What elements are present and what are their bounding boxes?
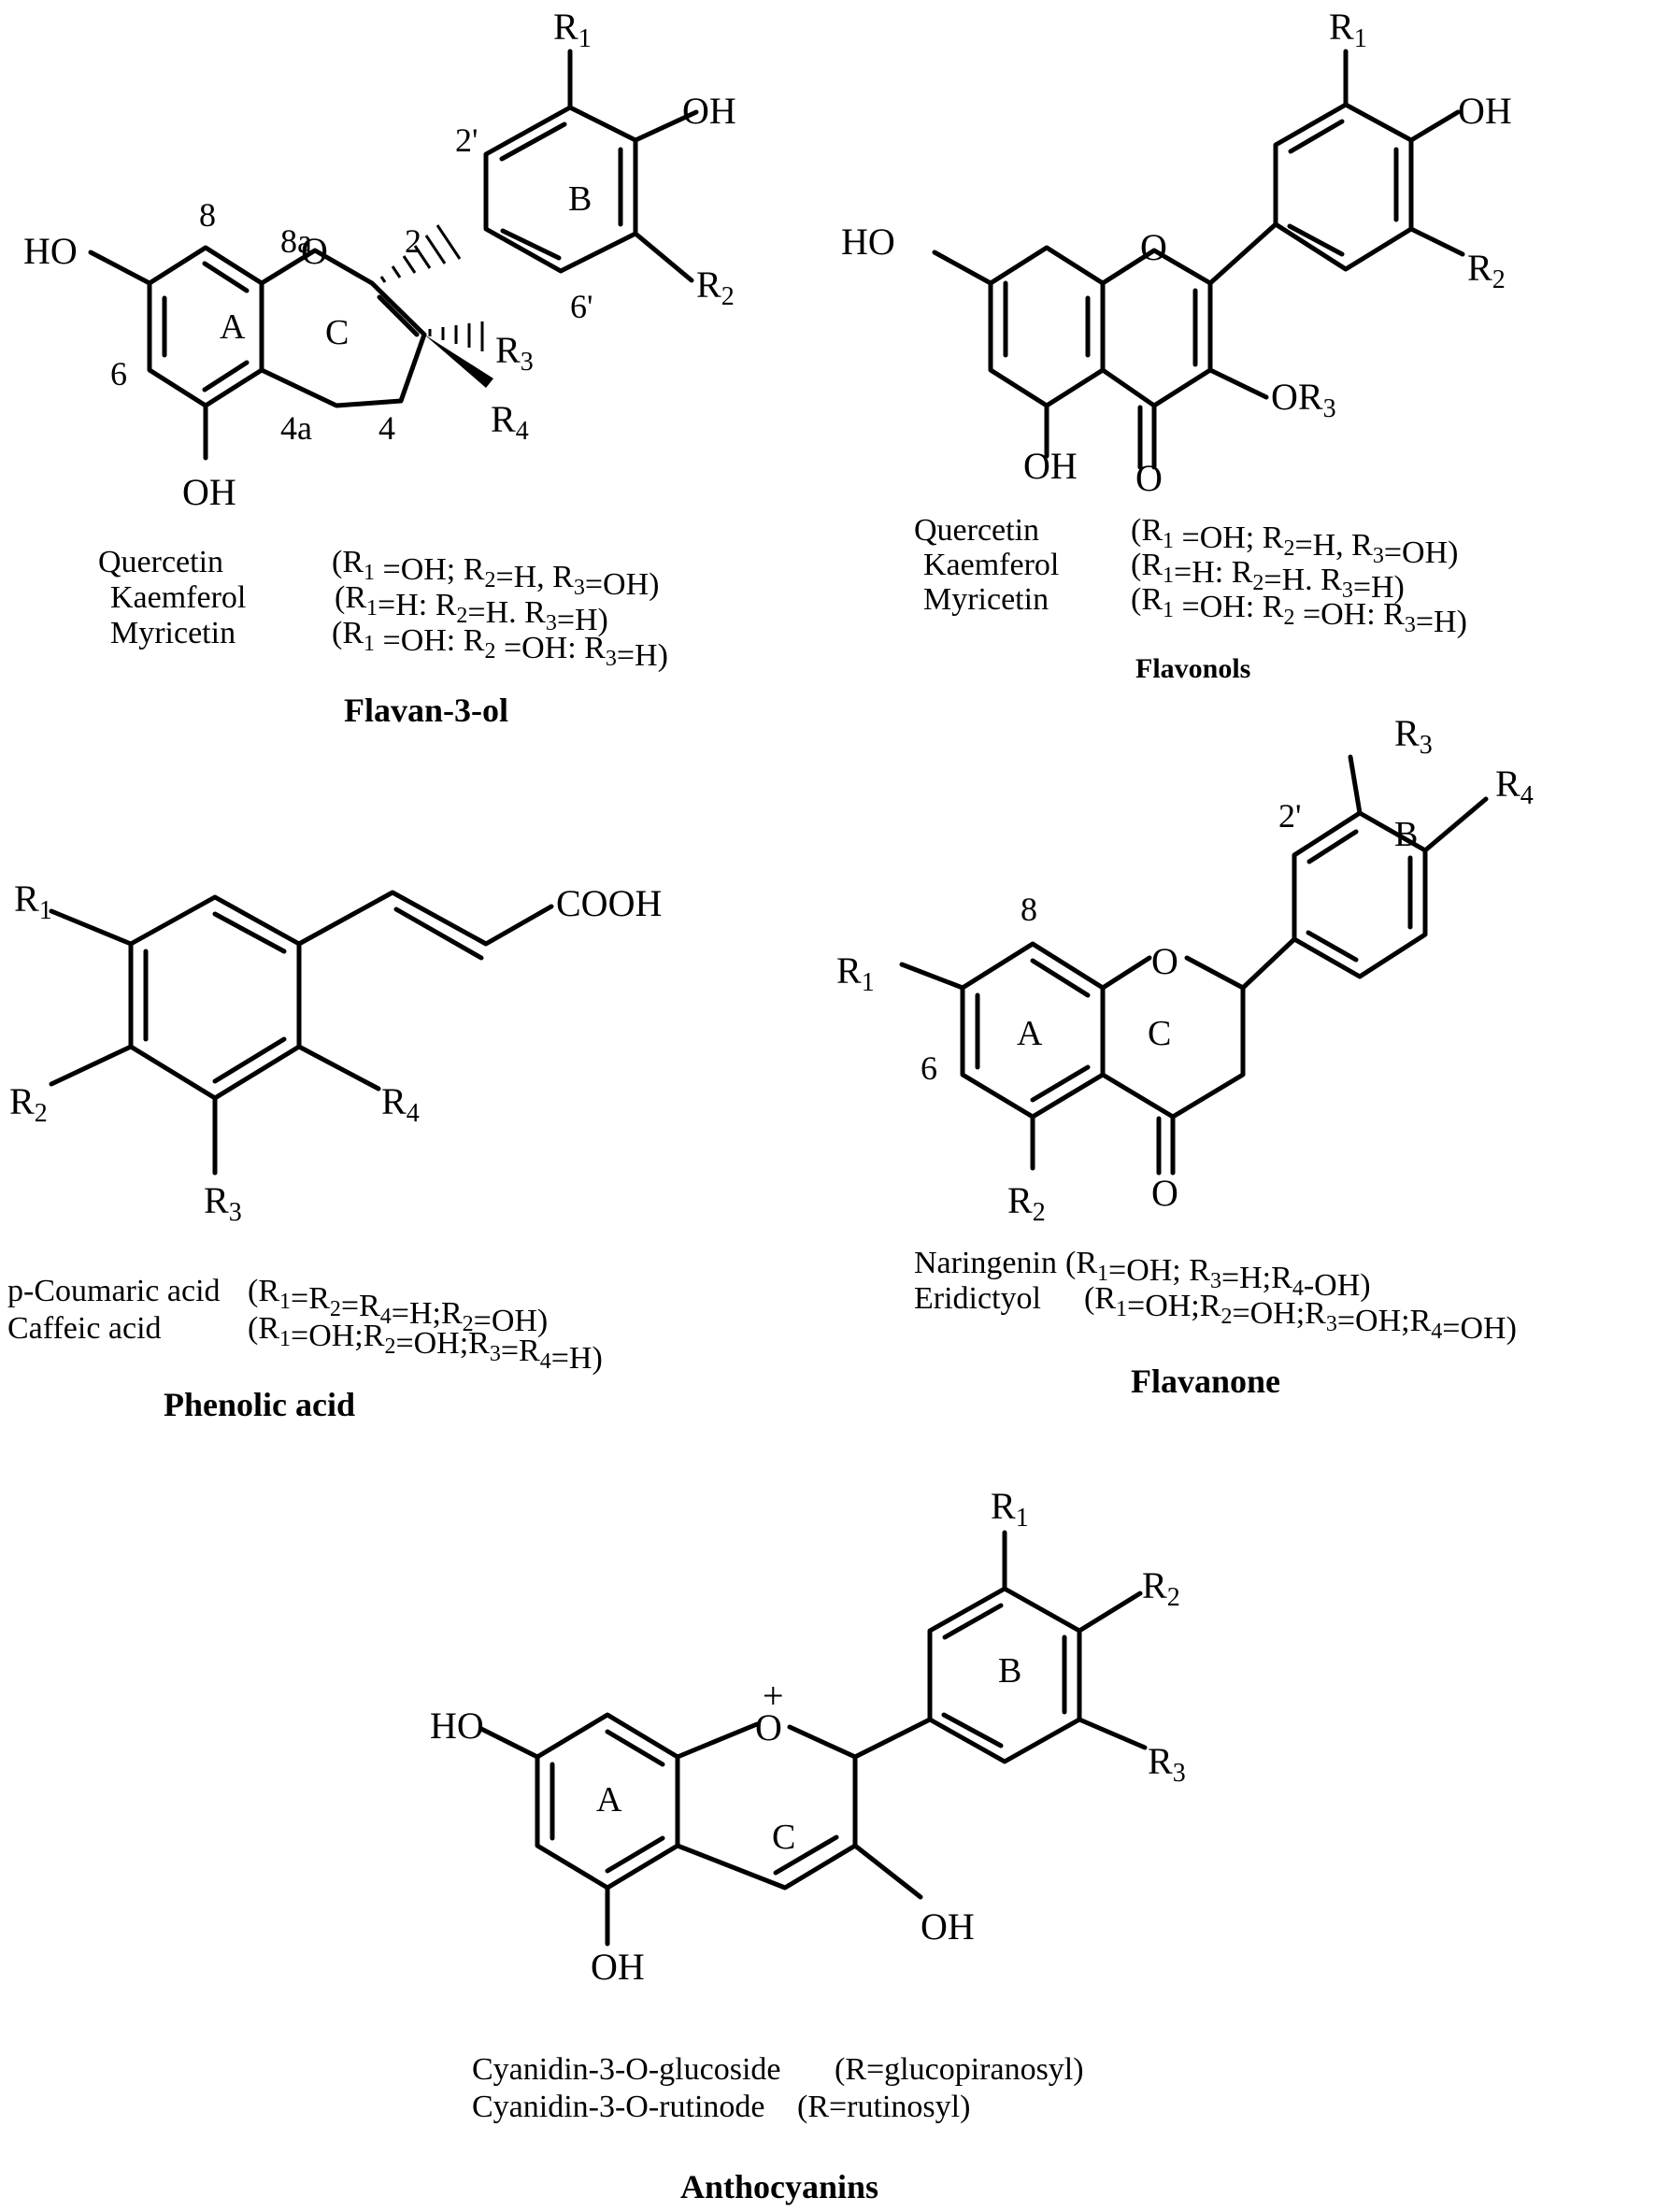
charge-label: + — [763, 1675, 784, 1717]
atom-label: OH — [1023, 445, 1078, 487]
atom-label: R2 — [1007, 1179, 1046, 1227]
atom-label: OH — [682, 90, 736, 132]
position-label: 6 — [110, 355, 127, 392]
compound-substituents: (R=glucopiranosyl) — [835, 2052, 1084, 2087]
compound-name: Cyanidin-3-O-glucoside — [472, 2052, 781, 2087]
compound-name: Eridictyol — [914, 1281, 1041, 1316]
atom-label: R2 — [1467, 247, 1506, 294]
position-label: 6 — [921, 1049, 937, 1087]
position-label: 8a — [280, 222, 312, 260]
atom-label: O — [755, 1706, 782, 1748]
compound-substituents: (R1 =OH: R2 =OH: R3=H) — [1131, 582, 1467, 639]
atom-label: R3 — [204, 1179, 242, 1227]
atom-label: O — [1151, 1172, 1178, 1214]
compound-name: Kaemferol — [923, 548, 1059, 582]
atom-label: R3 — [495, 329, 534, 377]
atom-label: COOH — [556, 882, 662, 924]
ring-label: B — [998, 1651, 1021, 1691]
flavanone-structure: R1 R2 R3 R4 O O 8 6 2' A B C Naringenin … — [836, 712, 1534, 1400]
structure-title: Phenolic acid — [164, 1386, 355, 1423]
atom-label: O — [1140, 226, 1167, 268]
flavan-3-ol-structure: HO OH O OH R1 R2 R3 R4 8 8a 2 2' 6' 6 4a… — [23, 6, 736, 729]
ring-label: B — [1394, 815, 1418, 854]
compound-substituents: (R1=OH;R2=OH;R3=OH;R4=OH) — [1084, 1281, 1517, 1346]
compound-name: Cyanidin-3-O-rutinode — [472, 2090, 765, 2124]
atom-label: OH — [182, 471, 236, 513]
ring-label: B — [568, 179, 592, 219]
compound-substituents: (R1 =OH: R2 =OH: R3=H) — [332, 616, 668, 673]
position-label: 8 — [1021, 891, 1037, 928]
compound-substituents: (R1=OH; R3=H;R4-OH) — [1065, 1246, 1371, 1303]
atom-label: R2 — [696, 264, 735, 311]
flavonols-structure: HO O OH O OR3 OH R1 R2 Quercetin (R1 =OH… — [841, 6, 1512, 684]
ring-label: A — [1017, 1014, 1043, 1053]
structure-title: Flavonols — [1135, 653, 1250, 684]
compound-name: p-Coumaric acid — [7, 1274, 221, 1308]
position-label: 4a — [280, 409, 312, 447]
atom-label: OH — [591, 1946, 645, 1988]
structure-title: Flavanone — [1131, 1363, 1280, 1400]
atom-label: R3 — [1394, 712, 1433, 760]
atom-label: R2 — [1142, 1564, 1180, 1612]
position-label: 4 — [378, 409, 395, 447]
atom-label: O — [1151, 940, 1178, 982]
ring-label: C — [1148, 1014, 1171, 1053]
compound-name: Caffeic acid — [7, 1311, 162, 1346]
compound-name: Myricetin — [110, 616, 236, 650]
atom-label: R1 — [836, 949, 875, 997]
structure-title: Anthocyanins — [680, 2168, 878, 2205]
compound-name: Kaemferol — [110, 580, 246, 615]
atom-label: R4 — [491, 398, 529, 446]
compound-substituents: (R1 =OH; R2=H, R3=OH) — [1131, 513, 1458, 570]
hashed-wedge-bond — [379, 224, 462, 283]
atom-label: HO — [430, 1705, 484, 1747]
atom-label: R1 — [553, 6, 592, 53]
compound-substituents: (R1=R2=R4=H;R2=OH) — [248, 1274, 548, 1338]
position-label: 2 — [405, 222, 421, 260]
atom-label: R2 — [9, 1080, 48, 1128]
compound-name: Quercetin — [914, 513, 1039, 548]
atom-label: R1 — [1329, 6, 1367, 53]
compound-substituents: (R1=H: R2=H. R3=H) — [1131, 548, 1405, 605]
compound-name: Myricetin — [923, 582, 1049, 617]
ring-label: C — [772, 1818, 795, 1857]
atom-label: O — [1135, 457, 1163, 499]
atom-label: R4 — [381, 1080, 420, 1128]
atom-label: R3 — [1148, 1740, 1186, 1788]
solid-wedge-bond — [424, 335, 493, 388]
structure-title: Flavan-3-ol — [344, 692, 508, 729]
atom-label: HO — [23, 230, 78, 272]
compound-name: Quercetin — [98, 545, 223, 579]
compound-name: Naringenin — [914, 1246, 1057, 1280]
position-label: 8 — [199, 196, 216, 234]
atom-label: R1 — [14, 878, 52, 925]
position-label: 2' — [1278, 797, 1302, 835]
compound-substituents: (R1=OH;R2=OH;R3=R4=H) — [248, 1311, 603, 1376]
anthocyanins-structure: HO O + OH OH R1 R2 R3 A B C Cyanidin-3-O… — [430, 1485, 1186, 2205]
atom-label: OH — [921, 1905, 975, 1948]
ring-b-bonds — [483, 105, 638, 274]
ring-a-inner-bonds — [162, 261, 250, 392]
compound-substituents: (R=rutinosyl) — [797, 2090, 970, 2124]
position-label: 6' — [570, 288, 593, 325]
ring-label: A — [220, 307, 246, 347]
compound-substituents: (R1=H: R2=H. R3=H) — [335, 580, 608, 637]
atom-label: R4 — [1495, 763, 1534, 810]
ring-label: C — [325, 313, 349, 352]
ring-label: A — [596, 1780, 622, 1820]
phenolic-acid-structure: R1 R2 R3 R4 COOH p-Coumaric acid (R1=R2=… — [7, 878, 662, 1423]
atom-label: O — [301, 230, 328, 272]
atom-label: R1 — [991, 1485, 1029, 1533]
atom-label: OR3 — [1271, 376, 1336, 423]
position-label: 2' — [455, 121, 478, 159]
compound-substituents: (R1 =OH; R2=H, R3=OH) — [332, 545, 659, 602]
atom-label: HO — [841, 221, 895, 263]
atom-label: OH — [1458, 90, 1512, 132]
